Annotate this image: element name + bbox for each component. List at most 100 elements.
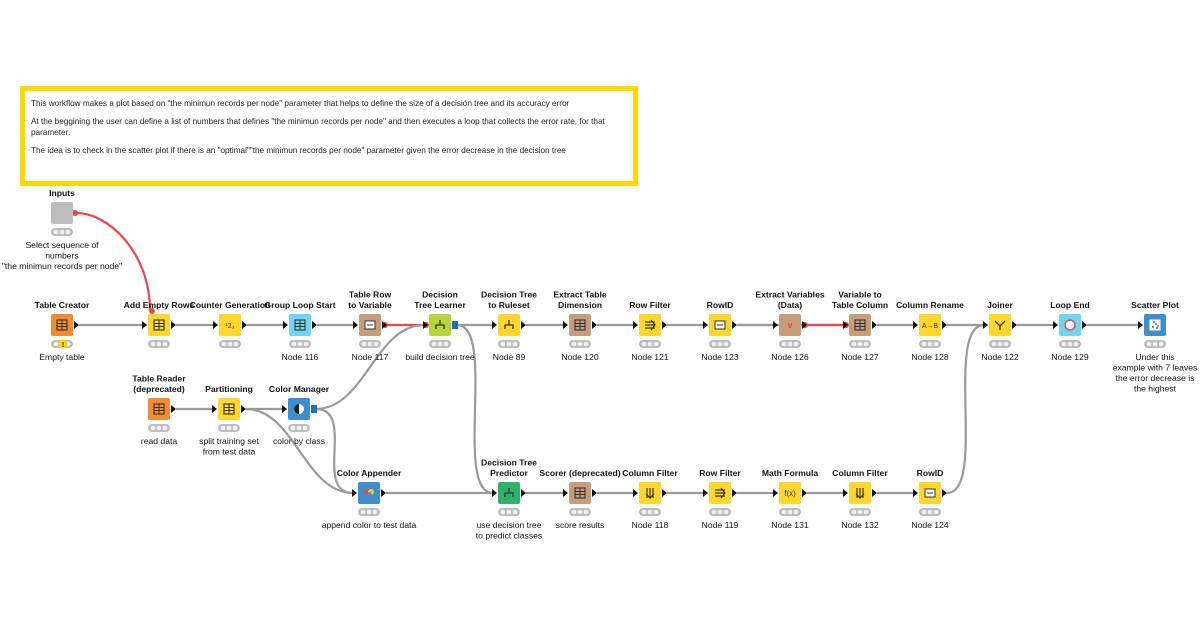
input-port[interactable]	[773, 321, 778, 329]
connection-rowid-2-to-joiner[interactable]	[946, 323, 985, 495]
node-title: Inputs	[49, 188, 75, 198]
status-light	[302, 425, 308, 431]
output-port[interactable]	[872, 489, 877, 497]
connection-decision-tree-learner-to-decision-tree-predictor[interactable]	[456, 323, 494, 495]
input-port[interactable]	[213, 321, 218, 329]
input-port[interactable]	[492, 489, 497, 497]
output-port[interactable]	[312, 321, 317, 329]
node-scorer[interactable]: Scorer (deprecated)score results	[539, 468, 620, 530]
output-port[interactable]	[521, 321, 526, 329]
node-body[interactable]	[919, 314, 941, 336]
input-port[interactable]	[563, 489, 568, 497]
input-port[interactable]	[492, 321, 497, 329]
output-port[interactable]	[802, 321, 807, 329]
output-port[interactable]	[802, 489, 807, 497]
output-port[interactable]	[592, 321, 597, 329]
model-output-port[interactable]	[311, 405, 317, 413]
input-port[interactable]	[353, 321, 358, 329]
input-port[interactable]	[633, 489, 638, 497]
output-port[interactable]	[942, 489, 947, 497]
output-port[interactable]	[171, 405, 176, 413]
connection-color-manager-to-decision-tree-learner[interactable]	[315, 323, 425, 411]
node-title: Extract Table	[553, 290, 607, 300]
output-port[interactable]	[241, 405, 246, 413]
model-output-port[interactable]	[452, 321, 458, 329]
output-port[interactable]	[521, 489, 526, 497]
output-port[interactable]	[381, 489, 386, 497]
input-port[interactable]	[563, 321, 568, 329]
node-body[interactable]	[779, 314, 801, 336]
connection-color-manager-to-color-appender[interactable]	[315, 407, 354, 495]
input-port[interactable]	[773, 489, 778, 497]
output-port[interactable]	[74, 321, 79, 329]
input-port[interactable]	[283, 321, 288, 329]
input-port[interactable]	[913, 489, 918, 497]
tree-learner-icon	[435, 320, 445, 329]
input-port[interactable]	[703, 321, 708, 329]
output-port[interactable]	[242, 321, 247, 329]
status-light	[781, 341, 787, 347]
node-label: Node 89	[493, 352, 526, 362]
input-port[interactable]	[633, 321, 638, 329]
output-port[interactable]	[942, 321, 947, 329]
node-title: Scatter Plot	[1131, 300, 1179, 310]
connection-partitioning-to-color-appender[interactable]	[245, 407, 354, 495]
node-table-creator[interactable]: Table Creator!Empty table	[35, 300, 90, 362]
node-add-empty-rows[interactable]: Add Empty Rows	[124, 300, 195, 348]
node-body[interactable]	[779, 482, 801, 504]
output-port[interactable]	[662, 321, 667, 329]
output-port[interactable]	[662, 489, 667, 497]
input-port[interactable]	[142, 321, 147, 329]
output-port[interactable]	[732, 321, 737, 329]
output-port[interactable]	[592, 489, 597, 497]
input-port[interactable]	[212, 405, 217, 413]
input-port[interactable]	[843, 489, 848, 497]
input-port[interactable]	[703, 489, 708, 497]
input-port[interactable]	[913, 321, 918, 329]
output-port[interactable]	[382, 321, 387, 329]
input-port[interactable]	[352, 489, 357, 497]
output-port[interactable]	[872, 321, 877, 329]
output-port[interactable]	[732, 489, 737, 497]
input-port[interactable]	[843, 321, 848, 329]
output-port[interactable]	[1012, 321, 1017, 329]
input-port[interactable]	[983, 321, 988, 329]
row-to-variable-icon	[364, 320, 376, 330]
status-light	[863, 509, 869, 515]
input-port[interactable]	[1053, 321, 1058, 329]
input-port[interactable]	[282, 405, 287, 413]
input-port[interactable]	[1138, 321, 1143, 329]
input-port[interactable]	[423, 321, 428, 329]
node-body[interactable]	[989, 314, 1011, 336]
output-port[interactable]	[1082, 321, 1087, 329]
node-table-reader[interactable]: Table Reader(deprecated)read data	[132, 374, 186, 447]
node-body[interactable]	[219, 314, 241, 336]
connection-inputs-to-add-empty-rows[interactable]	[76, 211, 152, 312]
node-body[interactable]	[51, 202, 73, 224]
output-port[interactable]	[171, 321, 176, 329]
